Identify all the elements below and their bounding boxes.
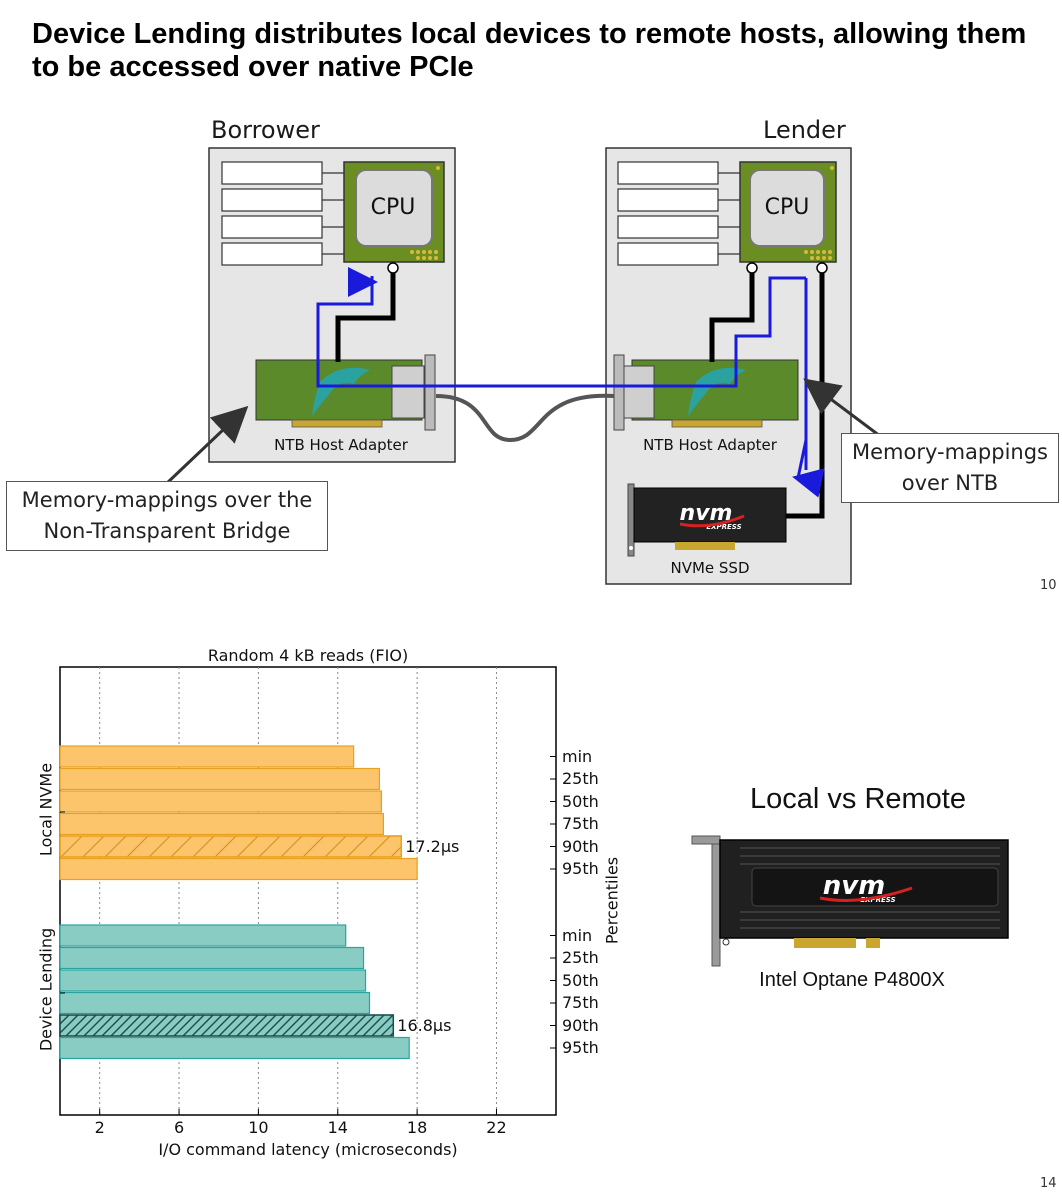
chart-title: Random 4 kB reads (FIO): [207, 646, 409, 665]
x-tick-label: 22: [486, 1118, 507, 1137]
ssd-express-logo: EXPRESS: [706, 523, 741, 531]
cpu-port-circles: [387, 262, 828, 274]
callout-right-arrow: [803, 378, 881, 438]
callout-right: Memory-mappings over NTB: [841, 433, 1059, 503]
ssd-label: NVMe SSD: [670, 559, 749, 577]
borrower-memory-slots: [221, 161, 344, 266]
optane-express-logo: EXPRESS: [860, 896, 895, 904]
borrower-title: Borrower: [211, 116, 320, 144]
x-tick-label: 6: [173, 1118, 185, 1137]
percentile-label: 25th: [562, 769, 599, 788]
physical-links: [335, 272, 825, 519]
lender-ntb-adapter: [613, 354, 799, 431]
callout-right-line2: over NTB: [901, 471, 999, 495]
lender-cpu: [739, 161, 837, 263]
page-number-top: 10: [1040, 578, 1057, 593]
local-vs-remote-title: Local vs Remote: [750, 783, 966, 815]
percentile-label: 50th: [562, 791, 599, 811]
callout-left: Memory-mappings over the Non-Transparent…: [6, 481, 328, 551]
blue-arrow-to-ssd: [792, 439, 825, 498]
percentile-label: 90th: [562, 1015, 599, 1035]
chart-xlabel: I/O command latency (microseconds): [158, 1140, 458, 1159]
x-tick-label: 14: [327, 1118, 348, 1137]
callout-right-line1: Memory-mappings: [851, 440, 1048, 464]
percentile-label: 50th: [562, 970, 599, 990]
percentile-label: 75th: [562, 814, 599, 833]
borrower-cpu: [343, 161, 445, 263]
pcie-cable: [435, 393, 615, 443]
borrower-adapter-label: NTB Host Adapter: [274, 436, 409, 454]
percentile-label: 95th: [562, 1038, 599, 1057]
lender-memory-slots: [617, 161, 740, 266]
slide-headline: Device Lending distributes local devices…: [32, 18, 1027, 83]
percentile-label: 90th: [562, 836, 599, 856]
lender-title: Lender: [763, 116, 846, 144]
x-tick-label: 18: [406, 1118, 428, 1137]
optane-caption: Intel Optane P4800X: [759, 969, 945, 991]
percentile-label: min: [562, 746, 593, 766]
percentile-label: min: [562, 925, 593, 945]
page-number-bottom: 14: [1040, 1176, 1057, 1191]
optane-nvm-logo: nvm: [823, 871, 886, 901]
x-tick-label: 10: [248, 1118, 269, 1137]
device-lending-diagram: CPU CPU nvm EXPRESS: [164, 147, 881, 585]
borrower-ntb-adapter: [255, 354, 436, 431]
lender-cpu-label: CPU: [765, 195, 810, 220]
lender-nvme-ssd: nvm EXPRESS: [627, 483, 787, 557]
percentile-label: 25th: [562, 948, 599, 967]
callout-left-arrow: [164, 405, 249, 486]
callout-left-line1: Memory-mappings over the: [21, 488, 313, 512]
borrower-cpu-label: CPU: [371, 195, 416, 220]
memory-mapping-path: [316, 276, 808, 470]
bar-annotation: 17.2μs: [405, 837, 460, 856]
bar-annotation: 16.8μs: [397, 1016, 452, 1035]
percentile-label: 95th: [562, 859, 599, 878]
percentile-label: 75th: [562, 993, 599, 1012]
x-tick-label: 2: [94, 1118, 105, 1137]
callout-left-line2: Non-Transparent Bridge: [43, 519, 291, 543]
lender-adapter-label: NTB Host Adapter: [643, 436, 778, 454]
